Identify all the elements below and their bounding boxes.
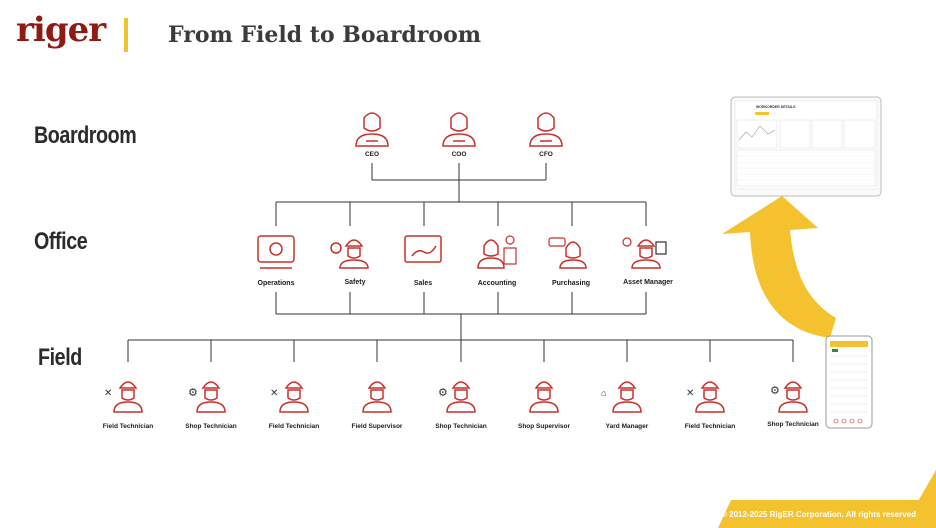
- node-cfo: CFO: [529, 112, 563, 158]
- node-field-technician-2: ✕ Field Technician: [269, 381, 319, 430]
- node-safety: Safety: [330, 239, 369, 286]
- node-yard-manager: ⌂ Yard Manager: [601, 381, 649, 430]
- gear-icon: [622, 237, 632, 247]
- worker-icon: [631, 239, 661, 269]
- node-label-purchasing: Purchasing: [552, 280, 590, 287]
- person-icon: [355, 112, 389, 147]
- gear-icon: ⚙: [770, 385, 780, 397]
- node-label-coo: COO: [452, 151, 467, 158]
- header-divider: [124, 18, 128, 52]
- tools-icon: ✕: [270, 388, 278, 399]
- node-label-safety: Safety: [344, 279, 365, 286]
- node-shop-technician-1: ⚙ Shop Technician: [185, 381, 237, 430]
- tools-icon: ✕: [686, 388, 694, 399]
- coin-icon: [505, 235, 515, 245]
- worker-icon: [612, 381, 642, 413]
- page-title: From Field to Boardroom: [168, 22, 482, 48]
- level-label-office: Office: [34, 228, 88, 255]
- worker-icon: [695, 381, 725, 413]
- headset-person-icon: [559, 241, 587, 269]
- node-purchasing: Purchasing: [548, 237, 590, 287]
- node-label-ceo: CEO: [365, 151, 379, 158]
- node-label-cfo: CFO: [539, 151, 553, 158]
- node-label-sales: Sales: [414, 280, 432, 287]
- footer: © 2012-2025 RigER Corporation. All right…: [718, 500, 936, 528]
- supervisor-icon: [529, 381, 559, 413]
- node-shop-technician-3: ⚙ Shop Technician: [767, 381, 819, 428]
- calculator-icon: [503, 247, 517, 265]
- node-label-shop-technician: Shop Technician: [185, 423, 237, 430]
- node-field-technician-3: ✕ Field Technician: [685, 381, 735, 430]
- worker-icon: [339, 239, 369, 269]
- node-sales: Sales: [404, 235, 442, 287]
- person-icon: [477, 239, 505, 269]
- level-label-field: Field: [38, 344, 82, 371]
- presentation-icon: [404, 235, 442, 263]
- node-field-technician-1: ✕ Field Technician: [103, 381, 153, 430]
- person-icon: [529, 112, 563, 147]
- header: riger From Field to Boardroom: [0, 0, 936, 70]
- worker-icon: [778, 381, 808, 413]
- calculator-icon: [655, 241, 667, 255]
- node-ceo: CEO: [355, 112, 389, 158]
- node-label-field-technician: Field Technician: [685, 423, 735, 430]
- worker-icon: [196, 381, 226, 413]
- person-icon: [442, 112, 476, 147]
- node-shop-technician-2: ⚙ Shop Technician: [435, 381, 487, 430]
- node-label-operations: Operations: [258, 280, 295, 287]
- node-label-shop-technician: Shop Technician: [435, 423, 487, 430]
- supervisor-icon: [362, 381, 392, 413]
- node-field-supervisor: Field Supervisor: [352, 381, 403, 430]
- phone-screenshot: [825, 335, 873, 429]
- node-operations: Operations: [257, 235, 295, 287]
- node-label-shop-technician: Shop Technician: [767, 421, 819, 428]
- field-nodes: ✕ Field Technician ⚙ Shop Technician ✕ F…: [103, 381, 819, 430]
- worker-icon: [446, 381, 476, 413]
- curved-arrow: [722, 196, 836, 338]
- node-label-yard-manager: Yard Manager: [606, 423, 649, 430]
- desktop-screenshot: WORKORDER DETAILS: [730, 96, 882, 197]
- node-label-field-technician: Field Technician: [269, 423, 319, 430]
- riger-logo: riger: [16, 10, 106, 50]
- crane-icon: ⌂: [601, 388, 606, 398]
- gear-icon: ⚙: [188, 387, 198, 399]
- node-label-field-technician: Field Technician: [103, 423, 153, 430]
- level-label-boardroom: Boardroom: [34, 122, 137, 149]
- node-label-accounting: Accounting: [478, 280, 517, 287]
- copyright-text: © 2012-2025 RigER Corporation. All right…: [721, 510, 916, 519]
- worker-icon: [113, 381, 143, 413]
- worker-icon: [279, 381, 309, 413]
- node-label-shop-supervisor: Shop Supervisor: [518, 423, 570, 430]
- node-label-asset-manager: Asset Manager: [623, 279, 673, 286]
- node-asset-manager: Asset Manager: [622, 237, 673, 286]
- connector-lines: [127, 163, 794, 362]
- buy-sign-icon: [548, 237, 566, 247]
- screen-icon: [257, 235, 295, 263]
- tools-icon: ✕: [104, 388, 112, 399]
- node-accounting: Accounting: [477, 235, 517, 287]
- node-label-field-supervisor: Field Supervisor: [352, 423, 403, 430]
- screenshot-title: WORKORDER DETAILS: [756, 105, 796, 109]
- node-shop-supervisor: Shop Supervisor: [518, 381, 570, 430]
- node-coo: COO: [442, 112, 476, 158]
- gear-icon: ⚙: [438, 387, 448, 399]
- gear-icon: [330, 242, 342, 254]
